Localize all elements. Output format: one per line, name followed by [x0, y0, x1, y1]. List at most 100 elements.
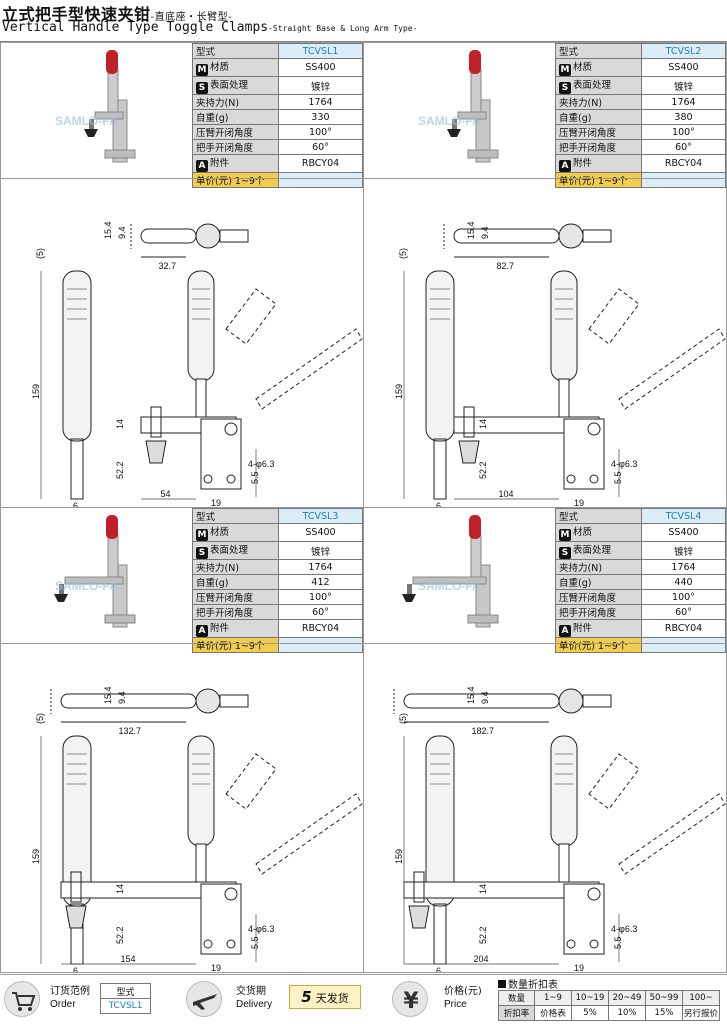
spec-value-weight: 330: [278, 109, 363, 125]
icon-a-badge: A: [559, 625, 571, 637]
spec-label-force: 夹持力(N): [555, 94, 642, 110]
spec-row-price: 单价(元) 1~9个: [192, 637, 363, 653]
dim-9-4: 9.4: [117, 691, 127, 704]
spec-label-model: 型式: [555, 508, 642, 524]
spec-label-text: 把手开闭角度: [559, 608, 617, 619]
spec-value-surface: 镀锌: [278, 541, 363, 560]
spec-label-text: 型式: [559, 512, 579, 523]
dim-arm-length: 182.7: [472, 726, 495, 736]
delivery-en: Delivery: [236, 999, 273, 1010]
technical-drawing-cell: 15.4 9.4 82.7 (5) 159 14 52.2 6 104 19 3…: [363, 178, 727, 508]
dim-5: (5): [35, 713, 45, 724]
icon-a-badge: A: [196, 160, 208, 172]
dim-159: 159: [31, 849, 41, 864]
spec-value-surface: 镀锌: [641, 76, 726, 95]
dim-5-5: 5.5: [613, 936, 623, 949]
title-en-main: Vertical Handle Type Toggle Clamps: [2, 20, 269, 35]
spec-label-text: 自重(g): [196, 113, 229, 124]
spec-value-surface: 镀锌: [641, 541, 726, 560]
dim-6: 6: [73, 501, 78, 507]
order-model-label: 型式: [100, 983, 151, 999]
order-model-value: TCVSL1: [100, 998, 151, 1014]
delivery-unit: 天发货: [315, 992, 349, 1005]
spec-row-force: 夹持力(N)1764: [192, 94, 363, 110]
spec-value-material: SS400: [278, 523, 363, 542]
spec-label-text: 自重(g): [196, 578, 229, 589]
dim-6: 6: [73, 966, 78, 972]
delivery-days: 5: [301, 988, 312, 1006]
icon-m-badge: M: [196, 64, 208, 76]
spec-value-arm-angle: 100°: [641, 124, 726, 140]
price-label: 价格(元) Price: [444, 985, 482, 1011]
spec-label-force: 夹持力(N): [555, 559, 642, 575]
dim-159: 159: [394, 849, 404, 864]
title-cn-sub: -直底座・长臂型-: [150, 12, 233, 23]
icon-s-badge: S: [196, 82, 208, 94]
spec-value-force: 1764: [278, 559, 363, 575]
spec-label-price: 单价(元) 1~9个: [555, 637, 642, 653]
spec-row-handle-angle: 把手开闭角度 60°: [555, 604, 726, 620]
spec-value-weight: 380: [641, 109, 726, 125]
product-photo: SAMLO-FA: [366, 45, 551, 178]
discount-rate-cell: 另行报价: [682, 1005, 720, 1021]
icon-s-badge: S: [559, 82, 571, 94]
order-example-table: 型式 TCVSL1: [100, 983, 151, 1014]
spec-label-weight: 自重(g): [555, 574, 642, 590]
dim-hole: 4-φ6.3: [248, 459, 274, 469]
spec-label-handle-angle: 把手开闭角度: [555, 604, 642, 620]
spec-value-arm-angle: 100°: [278, 124, 363, 140]
spec-value-accessory: RBCY04: [278, 619, 363, 638]
spec-value-force: 1764: [278, 94, 363, 110]
spec-value-model: TCVSL1: [278, 43, 363, 59]
spec-label-handle-angle: 把手开闭角度: [192, 604, 279, 620]
dim-hole: 4-φ6.3: [611, 459, 637, 469]
dim-hole: 4-φ6.3: [611, 924, 637, 934]
spec-value-handle-angle: 60°: [641, 604, 726, 620]
dim-159: 159: [31, 384, 41, 399]
price-en: Price: [444, 999, 467, 1010]
spec-label-text: 把手开闭角度: [559, 143, 617, 154]
spec-value-material: SS400: [641, 58, 726, 77]
product-photo: SAMLO-FA: [3, 45, 188, 178]
svg-text:SAMLO-FA: SAMLO-FA: [55, 579, 118, 593]
icon-m-badge: M: [559, 64, 571, 76]
dim-base-length: 104: [499, 489, 514, 499]
spec-row-weight: 自重(g) 330: [192, 109, 363, 125]
dim-15-4: 15.4: [103, 686, 113, 704]
spec-label-text: 附件: [210, 623, 230, 634]
cart-icon: [4, 981, 40, 1017]
dim-14: 14: [478, 884, 488, 894]
dim-arm-length: 32.7: [159, 261, 177, 271]
spec-value-model: TCVSL2: [641, 43, 726, 59]
delivery-label: 交货期 Delivery: [236, 985, 272, 1011]
spec-value-accessory: RBCY04: [278, 154, 363, 173]
svg-text:SAMLO-FA: SAMLO-FA: [418, 579, 481, 593]
dim-base-length: 54: [161, 489, 171, 499]
spec-value-material: SS400: [641, 523, 726, 542]
spec-label-price: 单价(元) 1~9个: [555, 172, 642, 188]
spec-label-text: 材质: [573, 62, 593, 73]
dim-5-5: 5.5: [613, 471, 623, 484]
spec-label-text: 表面处理: [573, 80, 612, 91]
spec-label-text: 压臂开闭角度: [559, 128, 617, 139]
price-cn: 价格(元): [444, 986, 482, 997]
dim-arm-length: 82.7: [497, 261, 515, 271]
